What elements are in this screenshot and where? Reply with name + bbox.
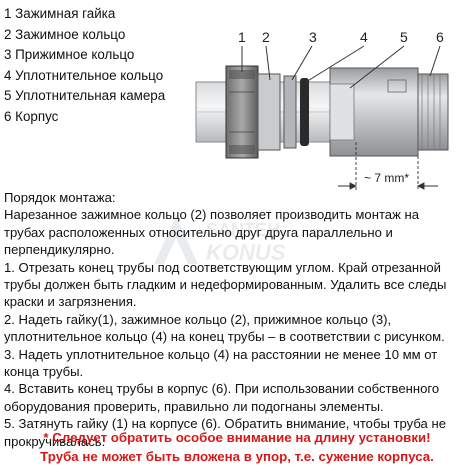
instruction-line: трубы должен быть гладким и недеформиров… <box>4 277 447 293</box>
warning-line-2: Труба не может быть вложена в упор, т.е.… <box>40 449 434 464</box>
legend-item: 2 Зажимное кольцо <box>4 26 126 42</box>
legend-item: 1 Зажимная гайка <box>4 6 116 21</box>
instruction-line: 2. Надеть гайку(1), зажимное кольцо (2),… <box>4 311 392 327</box>
warning-line-1: * Следует обратить особое внимание на дл… <box>43 430 431 445</box>
clamping-nut <box>225 65 259 159</box>
instruction-line: краски и загрязнения. <box>4 294 137 310</box>
svg-text:SANTEH: SANTEH <box>206 220 280 240</box>
instructions-heading: Порядок монтажа: <box>4 190 116 205</box>
instruction-line: перпендикулярно. <box>4 242 115 258</box>
installation-instructions: Порядок монтажа: Нарезанное зажимное кол… <box>4 189 470 450</box>
dimension-marker <box>338 142 438 190</box>
legend-item: 5 Уплотнительная камера <box>4 88 166 104</box>
legend-item: 6 Корпус <box>4 108 59 124</box>
instruction-line: 4. Вставить конец трубы в корпус (6). Пр… <box>4 381 440 397</box>
instruction-line: прокручивалась. <box>4 433 106 449</box>
instruction-line: уплотнительное кольцо (4) на конец трубы… <box>4 329 445 345</box>
callout-2: 2 <box>262 29 270 45</box>
instruction-line: трубах расположенных относительно друг д… <box>4 224 393 240</box>
pressing-ring <box>283 75 297 149</box>
instruction-line: 1. Отрезать конец трубы под соответствую… <box>4 259 441 275</box>
instruction-line: оборудования проверить, правильно ли под… <box>4 398 384 414</box>
clamping-ring <box>257 73 281 151</box>
sealing-ring <box>300 78 309 146</box>
callout-4: 4 <box>360 29 368 45</box>
instruction-line: Нарезанное зажимное кольцо (2) позволяет… <box>4 207 419 223</box>
dimension-label: ~ 7 mm* <box>364 171 409 185</box>
legend-item: 3 Прижимное кольцо <box>4 47 135 63</box>
callout-6: 6 <box>436 29 444 45</box>
sealing-chamber <box>329 83 355 141</box>
instruction-line: конца трубы. <box>4 364 84 380</box>
watermark-logo: SANTEH KONUS <box>154 216 286 265</box>
svg-text:KONUS: KONUS <box>206 240 286 265</box>
fitting-diagram: 1 2 3 4 5 6 ~ 7 mm* <box>195 29 449 190</box>
callout-3: 3 <box>309 29 317 45</box>
legend-item: 4 Уплотнительное кольцо <box>4 67 164 83</box>
callout-1: 1 <box>238 29 246 45</box>
callout-5: 5 <box>400 29 408 45</box>
instruction-line: 5. Затянуть гайку (1) на корпусе (6). Об… <box>4 416 446 432</box>
parts-legend: 1 Зажимная гайка 2 Зажимное кольцо 3 При… <box>4 4 165 128</box>
warning-note: * Следует обратить особое внимание на дл… <box>0 428 474 466</box>
instruction-line: 3. Надеть уплотнительное кольцо (4) на р… <box>4 346 438 362</box>
